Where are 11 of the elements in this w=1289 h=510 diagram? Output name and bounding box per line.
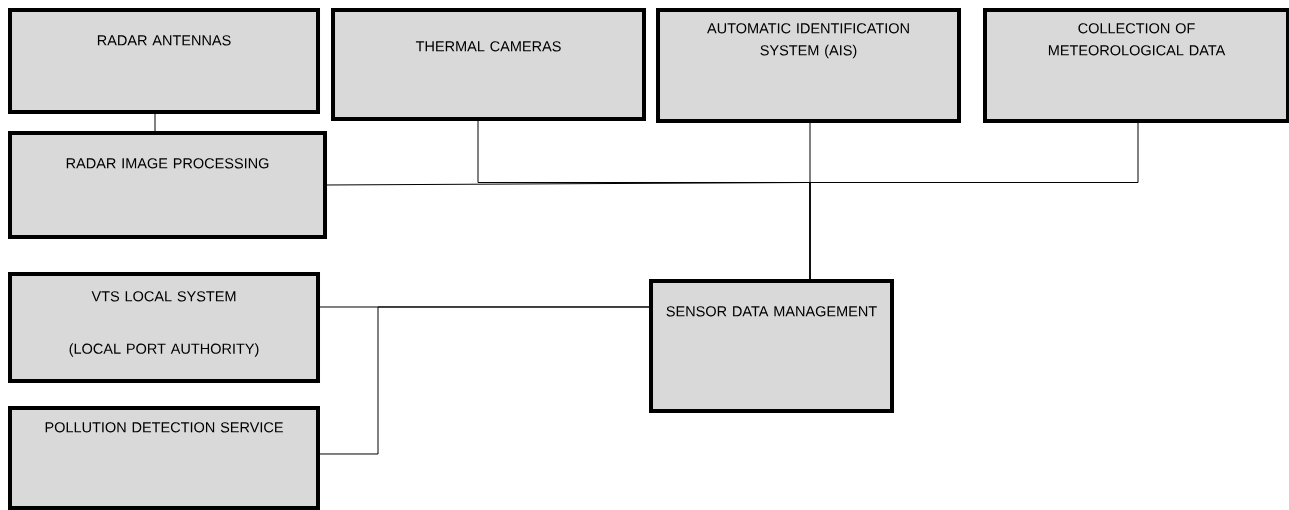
process-box: THERMAL CAMERAS xyxy=(331,8,646,121)
process-box: RADAR IMAGE PROCESSING xyxy=(8,131,327,239)
process-box: AUTOMATIC IDENTIFICATION SYSTEM (AIS) xyxy=(656,8,961,123)
process-box: VTS LOCAL SYSTEM (LOCAL PORT AUTHORITY) xyxy=(8,272,320,383)
process-box: SENSOR DATA MANAGEMENT xyxy=(649,279,894,413)
connector-line xyxy=(154,113,156,132)
process-box: RADAR ANTENNAS xyxy=(8,8,320,114)
connector-line xyxy=(319,306,650,455)
process-box: POLLUTION DETECTION SERVICE xyxy=(8,406,320,510)
connector-line xyxy=(809,122,1139,280)
process-box: COLLECTION OF METEOROLOGICAL DATA xyxy=(983,8,1289,123)
